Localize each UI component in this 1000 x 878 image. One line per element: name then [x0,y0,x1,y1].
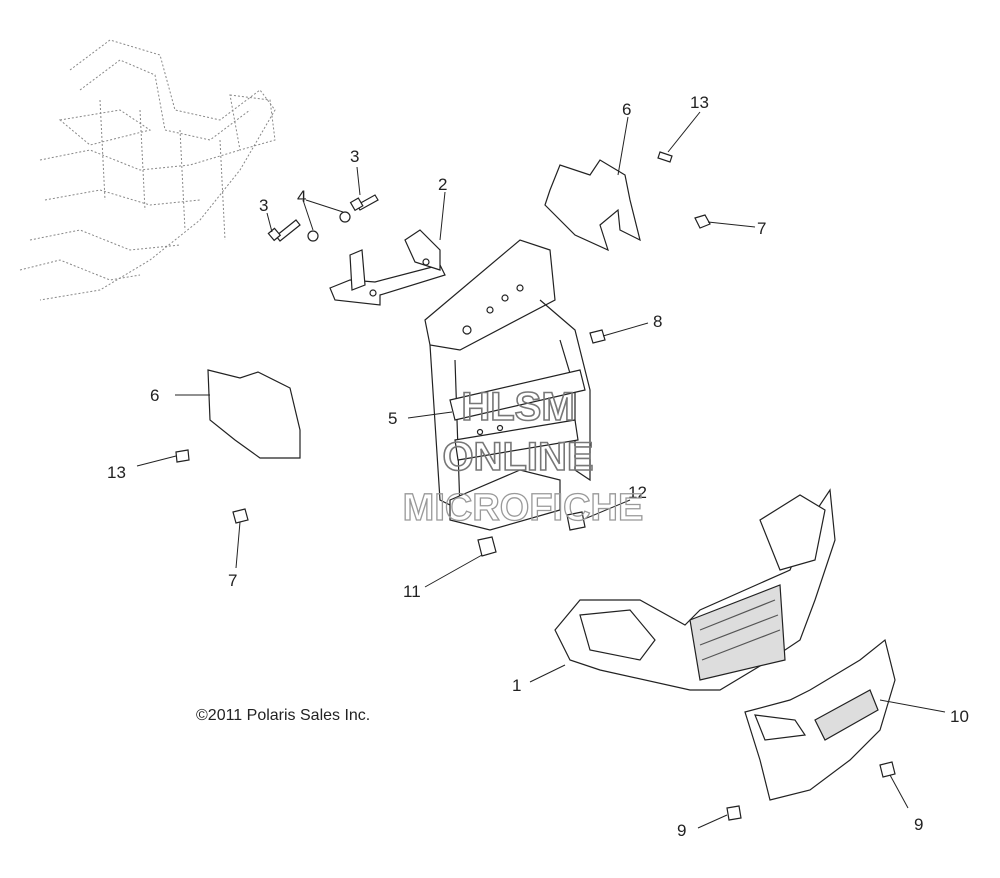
watermark-line1: HLSM [461,385,574,429]
watermark: HLSM ONLINE MICROFICHE [402,384,644,529]
part-4-nuts [307,211,351,242]
callout-6b: 6 [150,386,159,405]
callout-labels: 2 3 3 4 5 6 6 13 13 7 7 8 11 12 1 10 9 9 [107,93,969,840]
callout-10: 10 [950,707,969,726]
callout-13a: 13 [690,93,709,112]
part-1-bumper [554,488,836,691]
callout-12: 12 [628,483,647,502]
callout-7b: 7 [228,571,237,590]
part-6-panel-lower [207,369,301,459]
callout-1: 1 [512,676,521,695]
fasteners [175,151,896,821]
part-6-panel-upper [544,159,641,252]
callout-3b: 3 [259,196,268,215]
part-5-frame [424,239,591,531]
leader-lines [136,111,946,829]
part-10-skid-plate [744,638,896,801]
part-2-bracket [329,229,446,306]
callout-4: 4 [297,187,306,206]
callout-11: 11 [403,582,421,601]
callout-6a: 6 [622,100,631,119]
callout-3a: 3 [350,147,359,166]
callout-13b: 13 [107,463,126,482]
callout-9a: 9 [677,821,686,840]
callout-9b: 9 [914,815,923,834]
callout-7a: 7 [757,219,766,238]
callout-5: 5 [388,409,397,428]
watermark-line3: MICROFICHE [403,487,644,529]
callout-8: 8 [653,312,662,331]
chassis-frame [19,39,276,301]
part-3-bolts [267,194,379,242]
callout-2: 2 [438,175,447,194]
copyright-text: ©2011 Polaris Sales Inc. [196,707,370,724]
watermark-line2: ONLINE [442,435,593,479]
